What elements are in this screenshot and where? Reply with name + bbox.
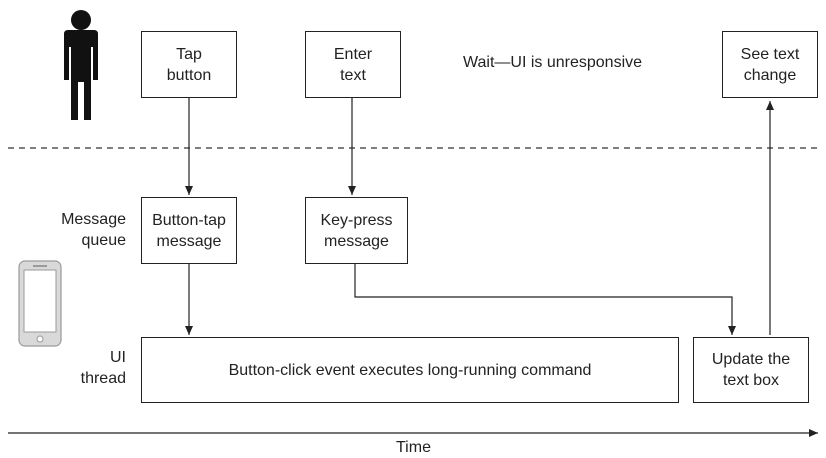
- button-tap-message-box: Button-tap message: [141, 197, 237, 264]
- update-text-box: Update the text box: [693, 337, 809, 403]
- update-text-box-label: Update the text box: [711, 351, 791, 389]
- message-queue-label: Message queue: [61, 211, 126, 249]
- smartphone-icon: [18, 260, 62, 347]
- tap-button-box: Tap button: [141, 31, 237, 98]
- time-axis-label: Time: [396, 439, 431, 456]
- enter-text-box: Enter text: [305, 31, 401, 98]
- ui-thread-label: UI thread: [80, 349, 126, 387]
- tap-button-label: Tap button: [166, 45, 212, 84]
- person-icon: [64, 10, 98, 120]
- long-running-command-box: Button-click event executes long-running…: [141, 337, 679, 403]
- button-tap-message-label: Button-tap message: [152, 211, 226, 250]
- enter-text-label: Enter text: [333, 45, 373, 84]
- key-press-message-label: Key-press message: [320, 211, 393, 250]
- see-text-change-box: See text change: [722, 31, 818, 98]
- key-press-message-box: Key-press message: [305, 197, 408, 264]
- arrow-keypress-to-update: [354, 264, 736, 335]
- wait-unresponsive-text: Wait—UI is unresponsive: [463, 54, 643, 71]
- see-text-change-label: See text change: [740, 45, 800, 84]
- long-running-command-label: Button-click event executes long-running…: [228, 361, 592, 379]
